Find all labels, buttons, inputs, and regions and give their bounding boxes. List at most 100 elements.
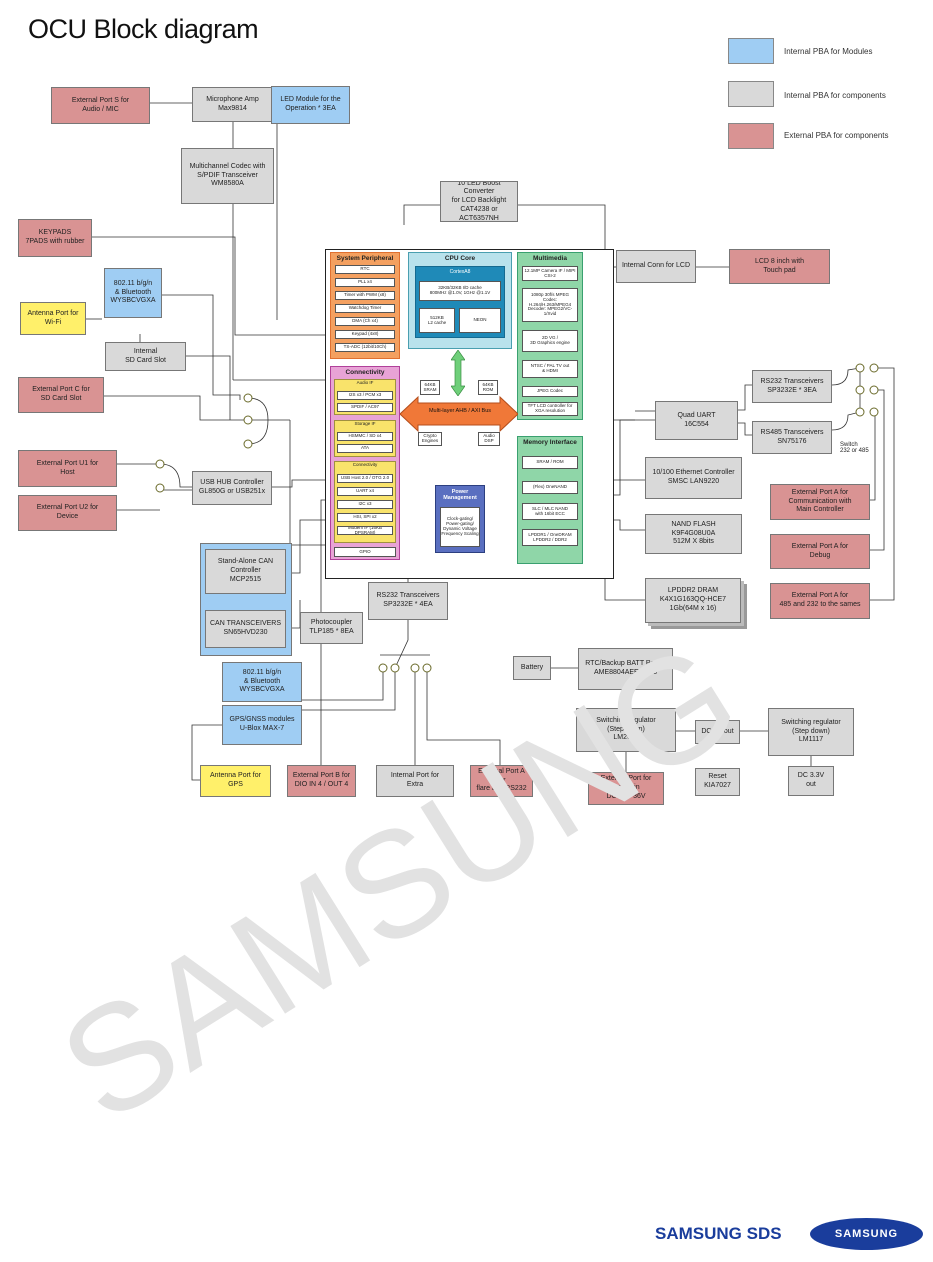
ext-port-c-block: External Port C for SD Card Slot <box>18 377 104 413</box>
ext-port-a-debug-block: External Port A for Debug <box>770 534 870 569</box>
memory-interface-title: Memory Interface <box>523 439 577 446</box>
legend-label-modules: Internal PBA for Modules <box>784 47 873 56</box>
photocoupler-block: Photocoupler TLP185 * 8EA <box>300 612 363 644</box>
usb-hub-block: USB HUB Controller GL850G or USB251x <box>192 471 272 505</box>
led-boost-block: 10 LED Boost Converter for LCD Backlight… <box>440 181 518 222</box>
mm-item: JPEG Codec <box>522 386 578 397</box>
conn-item: USB Host 2.0 / OTG 2.0 <box>337 474 393 483</box>
bus-label: Multi-layer AHB / AXI Bus <box>428 408 492 414</box>
reset-block: Reset KIA7027 <box>695 768 740 796</box>
audio-if-label: Audio IF <box>356 380 374 385</box>
conn-storage-item: HSMMC / SD x4 <box>337 432 393 441</box>
int-conn-lcd-block: Internal Conn for LCD <box>616 250 696 283</box>
connectivity-title: Connectivity <box>345 369 385 376</box>
keypads-block: KEYPADS 7PADS with rubber <box>18 219 92 257</box>
legend-swatch-modules <box>728 38 774 64</box>
power-mgmt-body: Clock-gating/ Power-gating/ Dynamic Volt… <box>440 507 480 547</box>
rtc-block: RTC/Backup BATT Power AME8804AEEV_3.3 <box>578 648 673 690</box>
cpu-l1-cache: 32KB/32KB I/D cache 800MHz @1.0V, 1GHz @… <box>419 281 501 301</box>
conn-item: UART x4 <box>337 487 393 496</box>
ext-port-u2-block: External Port U2 for Device <box>18 495 117 531</box>
sysp-item: RTC <box>335 265 395 274</box>
conn-item: I2C x3 <box>337 500 393 509</box>
dc5v-block: DC 5V out <box>695 720 740 744</box>
rom-block: 64KB ROM <box>478 380 498 395</box>
cpu-neon: NEON <box>459 308 501 333</box>
conn-item: HSI, SPI x2 <box>337 513 393 522</box>
mem-item: (Flex) OneNAND <box>522 481 578 494</box>
wifi-bt-bottom-block: 802.11 b/g/n & Bluetooth WYSBCVGXA <box>222 662 302 702</box>
ext-port-a-comm-block: External Port A for Communication with M… <box>770 484 870 520</box>
mm-item: 12.1MP Camera IF / MIPI CSI-2 <box>522 266 578 281</box>
conn-audio-item: SPDIF / AC97 <box>337 403 393 412</box>
rs232-main-block: RS232 Transceivers SP3232E * 4EA <box>368 582 448 620</box>
led-module-block: LED Module for the Operation * 3EA <box>271 86 350 124</box>
ext-port-a-485-block: External Port A for 485 and 232 to the s… <box>770 583 870 619</box>
antenna-wifi-block: Antenna Port for Wi-Fi <box>20 302 86 335</box>
sysp-item: DMA (Ch x4) <box>335 317 395 326</box>
ext-port-s-block: External Port S for Audio / MIC <box>51 87 150 124</box>
samsung-logo: SAMSUNG <box>810 1218 923 1250</box>
lpddr2-block: LPDDR2 DRAM K4X1G163QQ-HCE7 1Gb(64M x 16… <box>645 578 741 623</box>
switch-note: Switch 232 or 485 <box>840 442 869 454</box>
ext-power-block: External Port for Power in DC12V~36V <box>588 772 664 805</box>
crypto-block: Crypto Engines <box>418 432 442 446</box>
sysp-item: Timer with PWM (x8) <box>335 291 395 300</box>
cpu-bus-arrow <box>451 350 465 396</box>
sd-slot-block: Internal SD Card Slot <box>105 342 186 371</box>
mic-amp-block: Microphone Amp Max9814 <box>192 87 273 122</box>
legend-label-components: Internal PBA for components <box>784 91 886 100</box>
sw-reg-lm2679-block: Switching regulator (Step down) LM2679 <box>576 708 676 752</box>
mm-item: 2D VG / 3D Graphics engine <box>522 330 578 352</box>
mem-item: LPDDR1 / OneDRAM LPDDR2 / DDR2 <box>522 529 578 546</box>
cortex-a8-label: CortexA8 <box>449 269 471 275</box>
sysp-item: Keypad (4x8) <box>335 330 395 339</box>
conn-item: Modem IF (16KB DPSRAM) <box>337 526 393 535</box>
legend-swatch-external <box>728 123 774 149</box>
audio-dsp-block: Audio DSP <box>478 432 500 446</box>
gps-block: GPS/GNSS modules U-Blox MAX-7 <box>222 705 302 745</box>
can-controller-block: Stand-Alone CAN Controller MCP2515 <box>205 549 286 594</box>
sram-block: 64KB SRAM <box>420 380 440 395</box>
ext-port-u1-block: External Port U1 for Host <box>18 450 117 487</box>
int-port-extra-block: Internal Port for Extra <box>376 765 454 797</box>
legend-label-external: External PBA for components <box>784 131 889 140</box>
sysp-item: Watchdog Timer <box>335 304 395 313</box>
nand-flash-block: NAND FLASH K9F4G08U0A 512M X 8bits <box>645 514 742 554</box>
lcd-block: LCD 8 inch with Touch pad <box>729 249 830 284</box>
connectivity-if-label: Connectivity <box>352 462 378 467</box>
conn-storage-item: ATA <box>337 444 393 453</box>
codec-block: Multichannel Codec with S/PDIF Transceiv… <box>181 148 274 204</box>
conn-gpio: GPIO <box>334 547 396 557</box>
sysp-item: TS-ADC (12bit/10Ch) <box>335 343 395 352</box>
ext-port-a-flare-block: External Port A for flare box RS232 <box>470 765 533 797</box>
ethernet-block: 10/100 Ethernet Controller SMSC LAN9220 <box>645 457 742 499</box>
wifi-bt-top-block: 802.11 b/g/n & Bluetooth WYSBCVGXA <box>104 268 162 318</box>
antenna-gps-block: Antenna Port for GPS <box>200 765 271 797</box>
rs232-right-block: RS232 Transceivers SP3232E * 3EA <box>752 370 832 403</box>
page-title: OCU Block diagram <box>28 14 259 44</box>
legend-swatch-components <box>728 81 774 107</box>
mem-item: SRAM / ROM <box>522 456 578 469</box>
dc33v-block: DC 3.3V out <box>788 766 834 796</box>
mm-item: TFT LCD controller for XGA resolution <box>522 402 578 416</box>
samsung-sds-logo: SAMSUNG SDS <box>655 1224 782 1243</box>
battery-block: Battery <box>513 656 551 680</box>
mem-item: SLC / MLC NAND with 16bit ECC <box>522 503 578 520</box>
rs485-block: RS485 Transceivers SN75176 <box>752 421 832 454</box>
mm-item: 1080p 30f/s MPEG Codec: H.264/H.263/MPEG… <box>522 288 578 322</box>
sysp-item: PLL x4 <box>335 278 395 287</box>
bus-arrow <box>400 395 518 433</box>
sw-reg-lm1117-block: Switching regulator (Step down) LM1117 <box>768 708 854 756</box>
system-peripherals-title: System Peripheral <box>336 255 394 262</box>
cpu-core-title: CPU Core <box>444 255 476 262</box>
ext-port-b-block: External Port B for DIO IN 4 / OUT 4 <box>287 765 356 797</box>
quad-uart-block: Quad UART 16C554 <box>655 401 738 440</box>
storage-if-label: Storage IF <box>354 421 376 426</box>
cpu-l2-cache: 512KB L2 cache <box>419 308 455 333</box>
conn-audio-item: I2S x3 / PCM x3 <box>337 391 393 400</box>
can-transceiver-block: CAN TRANSCEIVERS SN65HVD230 <box>205 610 286 648</box>
mm-item: NTSC / PAL TV out & HDMI <box>522 360 578 378</box>
multimedia-title: Multimedia <box>533 255 567 262</box>
power-mgmt-title: Power Management <box>443 489 477 501</box>
